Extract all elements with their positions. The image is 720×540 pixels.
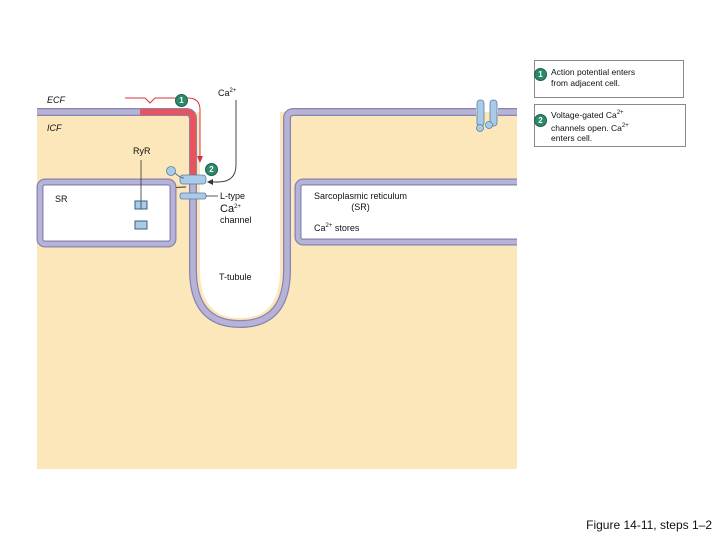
ca-stores-rest: stores: [332, 223, 360, 233]
step-2-line3: enters cell.: [551, 133, 593, 143]
ryr-label: RyR: [133, 146, 151, 156]
ca-stores-label: Ca2+ stores: [314, 221, 359, 234]
l-type-ca-sup: 2+: [234, 204, 241, 210]
sr-label: SR: [55, 194, 68, 204]
step-2-box: [534, 104, 686, 147]
step-2-badge: 2: [534, 114, 547, 127]
action-potential-arrow: [125, 97, 201, 158]
step-2-line1-sup: 2+: [616, 110, 624, 116]
step-2-line1: Voltage-gated Ca2+: [551, 108, 629, 121]
step-2-line1-text: Voltage-gated Ca: [551, 110, 617, 120]
figure-caption: Figure 14-11, steps 1–2: [586, 518, 712, 532]
step-2-text: Voltage-gated Ca2+ channels open. Ca2+ e…: [551, 108, 629, 144]
step-2-line2-text: channels open. Ca: [551, 122, 622, 133]
sr-title-line2: (SR): [351, 202, 370, 212]
step-1-line2: from adjacent cell.: [551, 77, 620, 88]
icf-label: ICF: [47, 123, 62, 133]
ca-entry-arrowhead: [207, 179, 213, 185]
sr-membrane: [37, 179, 176, 247]
ca-top-label: Ca2+: [218, 86, 236, 99]
t-tubule-label: T-tubule: [219, 272, 252, 282]
l-type-channel-upper: [179, 174, 207, 185]
cell-right-edge-cover: [517, 170, 577, 260]
ca-top-text: Ca: [218, 88, 230, 98]
step-1-box: [534, 60, 684, 98]
step-1-line1: Action potential enters: [551, 67, 636, 77]
step-1-text: Action potential enters from adjacent ce…: [551, 67, 635, 88]
l-type-line2: Ca2+: [220, 202, 252, 215]
action-potential-band: [140, 109, 196, 178]
marker-2: 2: [205, 163, 218, 176]
ryr-channel-lower: [134, 220, 148, 230]
ryr-foot-ball: [166, 166, 176, 176]
sr-large-inside: [302, 186, 554, 238]
ca-stores-sup: 2+: [325, 223, 333, 229]
l-type-channel-lower: [179, 192, 207, 200]
l-type-line1: L-type: [220, 191, 246, 201]
sr-title-line1: Sarcoplasmic reticulum: [314, 191, 408, 201]
ecf-label: ECF: [47, 95, 65, 105]
ca-entry-arrow: [212, 100, 237, 183]
step-1-badge: 1: [534, 68, 547, 81]
voltage-gated-channel-icon: [476, 99, 498, 132]
l-type-line3: channel: [220, 215, 252, 225]
ryr-foot-stalk: [174, 172, 185, 179]
l-type-label: L-type Ca2+ channel: [220, 191, 252, 226]
ca-stores-ca: Ca: [314, 223, 326, 233]
step-2-line2: channels open. Ca2+: [551, 121, 629, 134]
ca-top-sup: 2+: [229, 88, 237, 94]
step-2-line2-sup: 2+: [621, 122, 629, 129]
marker-1: 1: [175, 94, 188, 107]
action-potential-arrowhead: [197, 156, 203, 163]
l-type-ca: Ca: [220, 203, 235, 215]
sr-title-label: Sarcoplasmic reticulum (SR): [314, 191, 407, 213]
t-tubule-lumen: [200, 112, 280, 318]
